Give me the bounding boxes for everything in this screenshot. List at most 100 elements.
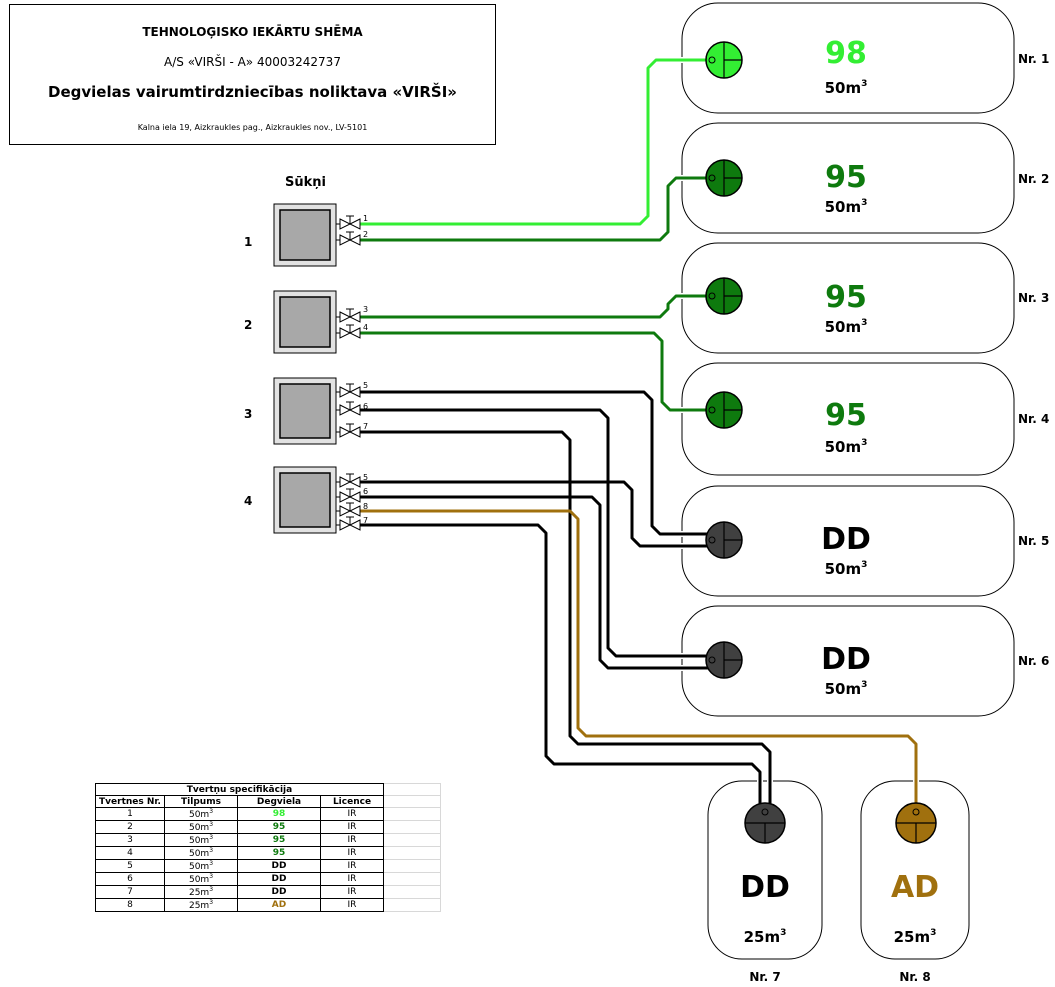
spec-header-fuel: Degviela <box>237 795 321 808</box>
tank-8-volume: 25m <box>894 928 931 946</box>
svg-text:50m3: 50m3 <box>825 438 868 456</box>
tank-5-volume: 50m <box>825 560 862 578</box>
valve <box>336 308 361 323</box>
tank-2-volume: 50m <box>825 198 862 216</box>
tank-8-number: Nr. 8 <box>899 970 930 984</box>
pump-1: 1 <box>244 203 337 267</box>
pipe-dd-tank7-p4 <box>360 523 762 820</box>
svg-text:6: 6 <box>363 487 368 496</box>
spec-header-licence: Licence <box>320 795 384 808</box>
svg-text:5: 5 <box>363 473 368 482</box>
pipelines <box>360 57 919 820</box>
pump-2-label: 2 <box>244 318 252 332</box>
pipe-ad-tank8 <box>360 509 918 820</box>
hatch-tank-6 <box>705 641 743 679</box>
tank-5-fuel: DD <box>821 522 871 557</box>
hatch-tank-3 <box>705 277 743 315</box>
pipe-dd-tank5-p4 <box>360 480 712 548</box>
valves <box>336 215 361 531</box>
svg-text:50m3: 50m3 <box>825 318 868 336</box>
tank-4-volume: 50m <box>825 438 862 456</box>
tank-6-volume: 50m <box>825 680 862 698</box>
tank-4-fuel: 95 <box>825 398 867 433</box>
pipe-95-tank3 <box>360 294 712 319</box>
hatch-tank-1 <box>705 41 743 79</box>
spec-title: Tvertņu specifikācija <box>95 783 384 796</box>
hatch-tank-2 <box>705 159 743 197</box>
tank-6: DD 50m3 Nr. 6 <box>681 605 1049 717</box>
tank-spec-table: Tvertņu specifikācija Tvertnes Nr. Tilpu… <box>95 783 441 912</box>
svg-text:7: 7 <box>363 422 368 431</box>
svg-text:50m3: 50m3 <box>825 79 868 97</box>
svg-text:50m3: 50m3 <box>825 680 868 698</box>
tank-7-number: Nr. 7 <box>749 970 780 984</box>
pipe-dd-tank7-p3 <box>360 430 772 820</box>
tank-7-fuel: DD <box>740 870 790 905</box>
pipe-95-tank4 <box>360 331 712 412</box>
pipe-dd-tank6-p3 <box>360 408 712 658</box>
valve <box>336 215 361 230</box>
svg-text:25m3: 25m3 <box>744 928 787 946</box>
svg-text:7: 7 <box>363 516 368 525</box>
title-block: TEHNOLOĢISKO IEKĀRTU SHĒMA A/S «VIRŠI - … <box>9 4 496 145</box>
tank-1-number: Nr. 1 <box>1018 52 1049 66</box>
tank-4: 95 50m3 Nr. 4 <box>681 362 1049 476</box>
spec-header-volume: Tilpums <box>164 795 238 808</box>
hatch-tank-4 <box>705 391 743 429</box>
tank-2: 95 50m3 Nr. 2 <box>681 122 1049 234</box>
tank-7-volume: 25m <box>744 928 781 946</box>
pump-1-label: 1 <box>244 235 252 249</box>
valve <box>336 324 361 339</box>
hatch-tank-5 <box>705 521 743 559</box>
tank-6-number: Nr. 6 <box>1018 654 1049 668</box>
tank-3-fuel: 95 <box>825 280 867 315</box>
tank-3: 95 50m3 Nr. 3 <box>681 242 1049 354</box>
valve <box>336 473 361 488</box>
hatch-tank-7 <box>744 802 786 844</box>
title-line-4: Kalna iela 19, Aizkraukles pag., Aizkrau… <box>137 123 368 132</box>
pumps-title: Sūkņi <box>285 175 326 190</box>
pump-3-label: 3 <box>244 407 252 421</box>
svg-text:4: 4 <box>363 323 368 332</box>
title-line-3: Degvielas vairumtirdzniecības noliktava … <box>48 83 457 101</box>
svg-text:1: 1 <box>363 214 368 223</box>
tank-1: 98 50m3 Nr. 1 <box>681 2 1049 114</box>
valve <box>336 231 361 246</box>
pump-4: 4 <box>244 466 337 534</box>
pipe-dd-tank6-p4 <box>360 495 712 670</box>
title-line-1: TEHNOLOĢISKO IEKĀRTU SHĒMA <box>142 25 363 39</box>
valve <box>336 383 361 398</box>
tank-3-number: Nr. 3 <box>1018 291 1049 305</box>
tank-3-volume: 50m <box>825 318 862 336</box>
pipe-dd-tank5-p3 <box>360 390 712 536</box>
pump-3: 3 <box>244 377 337 445</box>
svg-text:25m3: 25m3 <box>894 928 937 946</box>
svg-text:50m3: 50m3 <box>825 560 868 578</box>
svg-text:2: 2 <box>363 230 368 239</box>
valve-numbers: 1 2 3 4 5 6 7 5 6 8 7 <box>363 214 368 525</box>
svg-text:3: 3 <box>363 305 368 314</box>
spec-header-nr: Tvertnes Nr. <box>95 795 165 808</box>
svg-text:50m3: 50m3 <box>825 198 868 216</box>
valve <box>336 516 361 531</box>
tank-7: DD 25m3 Nr. 7 <box>707 780 823 984</box>
pipe-95-tank2 <box>360 176 712 242</box>
svg-text:5: 5 <box>363 381 368 390</box>
tank-4-number: Nr. 4 <box>1018 412 1049 426</box>
pump-4-label: 4 <box>244 494 252 508</box>
pipe-98 <box>360 58 712 226</box>
hatch-tank-8 <box>895 802 937 844</box>
valve <box>336 502 361 517</box>
svg-text:8: 8 <box>363 502 368 511</box>
tank-2-fuel: 95 <box>825 160 867 195</box>
title-line-2: A/S «VIRŠI - A» 40003242737 <box>164 55 341 69</box>
tank-1-volume: 50m <box>825 79 862 97</box>
valve <box>336 423 361 438</box>
